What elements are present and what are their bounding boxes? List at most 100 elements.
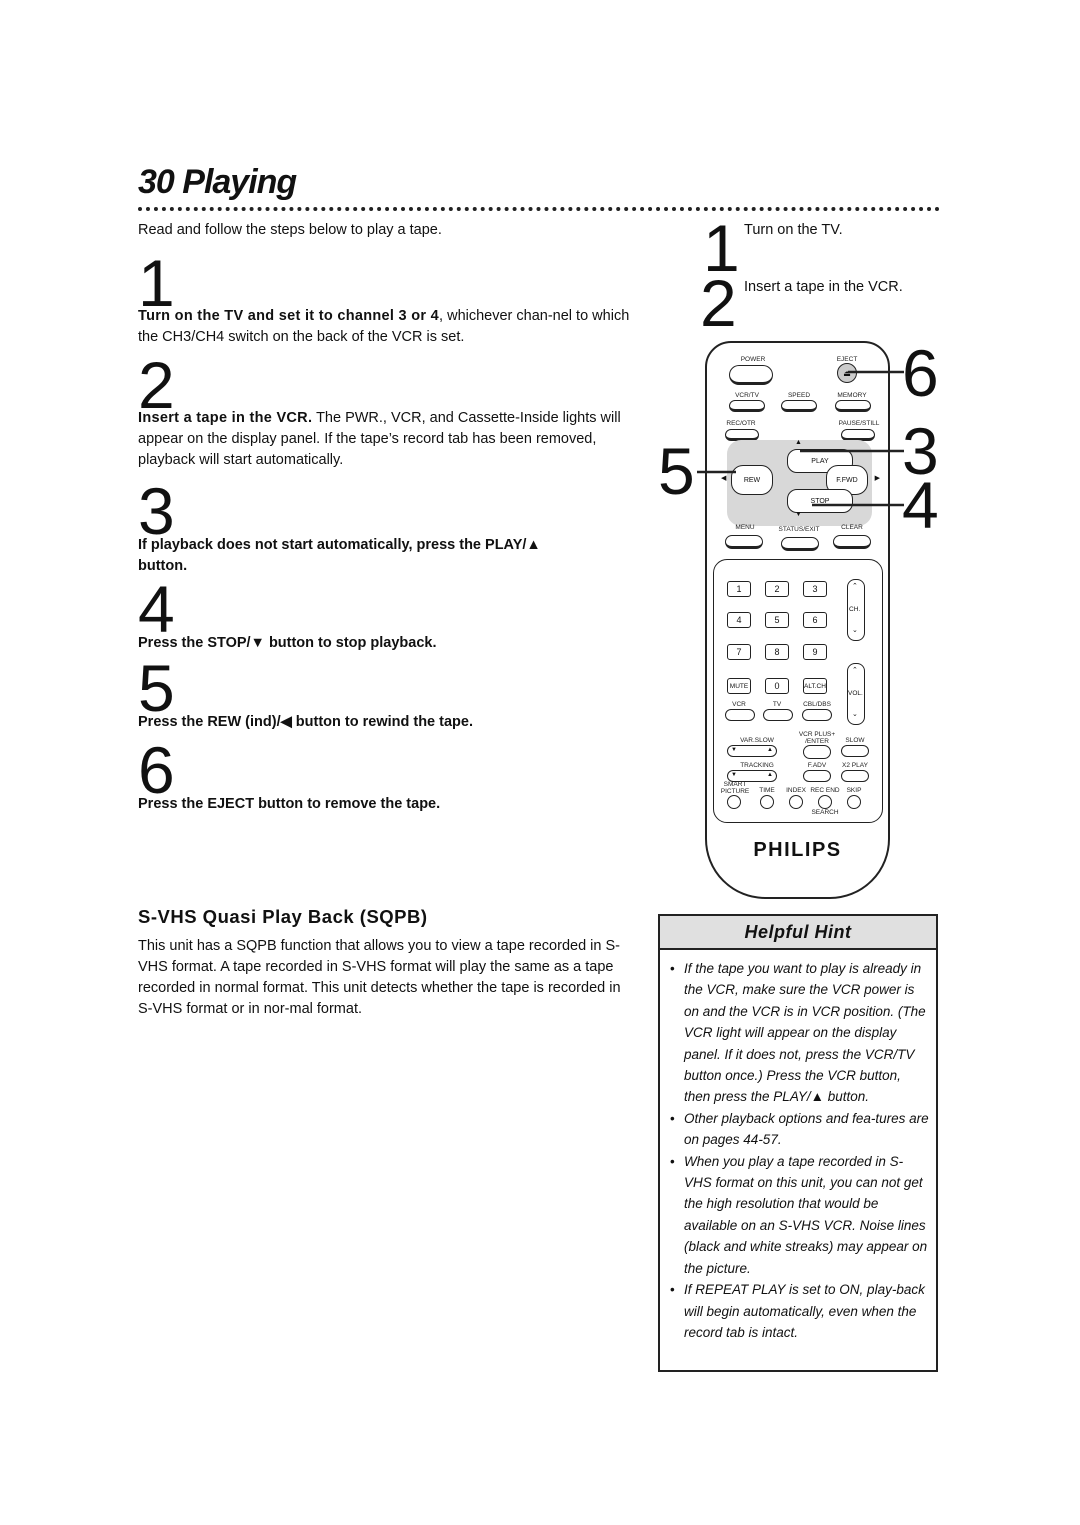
memory-button[interactable]: [835, 400, 871, 412]
chevron-down-icon: ⌄: [852, 711, 858, 718]
down-arrow-icon: ▼: [731, 747, 737, 753]
tracking-rocker[interactable]: ▼▲: [727, 770, 777, 782]
step-bold: Press the REW (ind)/◀ button to rewind t…: [138, 714, 473, 730]
play-label: PLAY: [811, 457, 829, 465]
power-label: POWER: [740, 356, 766, 363]
x2play-label: X2 PLAY: [842, 762, 868, 769]
menu-button[interactable]: [725, 535, 763, 549]
memory-label: MEMORY: [837, 392, 867, 399]
step-number: 6: [138, 733, 175, 807]
step-text: Insert a tape in the VCR. The PWR., VCR,…: [138, 408, 633, 471]
step-bold: Insert a tape in the VCR.: [138, 410, 313, 426]
digit-4-button[interactable]: 4: [727, 612, 751, 628]
index-label: INDEX: [786, 787, 806, 794]
tv-mode-button[interactable]: [763, 709, 793, 721]
smartpicture-label: SMART PICTURE: [720, 781, 750, 795]
digit-9-button[interactable]: 9: [803, 644, 827, 660]
callout-number: 5: [658, 434, 695, 508]
remote-control: POWER EJECT ⏏ VCR/TV SPEED MEMORY REC/OT…: [705, 341, 890, 899]
skip-label: SKIP: [846, 787, 862, 794]
cbldbs-button[interactable]: [802, 709, 832, 721]
step-number: 1: [138, 246, 175, 320]
left-arrow-icon: ◀: [721, 475, 727, 482]
rew-button[interactable]: REW: [731, 465, 773, 495]
recend-button[interactable]: [818, 795, 832, 809]
mute-button[interactable]: MUTE: [727, 678, 751, 694]
step-bold: Press the EJECT button to remove the tap…: [138, 796, 441, 812]
altch-button[interactable]: ALT.CH: [803, 678, 827, 694]
up-arrow-icon: ▲: [767, 772, 773, 778]
vcrtv-button[interactable]: [729, 400, 765, 412]
smartpicture-button[interactable]: [727, 795, 741, 809]
volume-rocker[interactable]: ⌃ VOL. ⌄: [847, 663, 865, 725]
up-arrow-icon: ▲: [767, 747, 773, 753]
fadv-label: F.ADV: [807, 762, 827, 769]
varslow-label: VAR.SLOW: [740, 737, 774, 744]
index-button[interactable]: [789, 795, 803, 809]
eject-label: EJECT: [836, 356, 858, 363]
digit-0-button[interactable]: 0: [765, 678, 789, 694]
speed-label: SPEED: [787, 392, 811, 399]
hint-list: If the tape you want to play is already …: [668, 958, 930, 1343]
time-button[interactable]: [760, 795, 774, 809]
recotr-label: REC/OTR: [726, 420, 756, 427]
vcrtv-label: VCR/TV: [735, 392, 759, 399]
clear-label: CLEAR: [841, 524, 863, 531]
x2play-button[interactable]: [841, 770, 869, 782]
power-button[interactable]: [729, 365, 773, 385]
intro-text: Read and follow the steps below to play …: [138, 222, 442, 238]
step-bold: If playback does not start automatically…: [138, 537, 541, 574]
step-number: 4: [138, 572, 175, 646]
digit-3-button[interactable]: 3: [803, 581, 827, 597]
pausestill-label: PAUSE/STILL: [838, 420, 880, 427]
digit-7-button[interactable]: 7: [727, 644, 751, 660]
vcrplus-label: VCR PLUS+ /ENTER: [798, 731, 836, 745]
chevron-up-icon: ⌃: [852, 583, 858, 590]
rew-label: REW: [743, 476, 761, 484]
down-arrow-icon: ▼: [731, 772, 737, 778]
varslow-rocker[interactable]: ▼▲: [727, 745, 777, 757]
statusexit-label: STATUS/EXIT: [778, 526, 820, 533]
vcrplus-enter-button[interactable]: [803, 745, 831, 759]
step-bold: Turn on the TV and set it to channel 3 o…: [138, 308, 440, 324]
up-arrow-icon: ▲: [795, 439, 802, 446]
pausestill-button[interactable]: [841, 429, 875, 441]
right-step-number: 1: [703, 211, 740, 285]
ch-label: CH.: [849, 606, 861, 613]
tracking-label: TRACKING: [740, 762, 774, 769]
fadv-button[interactable]: [803, 770, 831, 782]
stop-button[interactable]: STOP: [787, 489, 853, 513]
hint-title: Helpful Hint: [660, 916, 936, 950]
channel-rocker[interactable]: ⌃ CH. ⌄: [847, 579, 865, 641]
step-detail: , whichever chan-nel to which the CH3/CH…: [138, 308, 630, 345]
section-heading: S-VHS Quasi Play Back (SQPB): [138, 906, 428, 927]
cbldbs-label: CBL/DBS: [803, 701, 831, 708]
step-text: Turn on the TV and set it to channel 3 o…: [138, 306, 633, 348]
clear-button[interactable]: [833, 535, 871, 549]
hint-item: When you play a tape recorded in S-VHS f…: [668, 1151, 930, 1279]
step-number: 2: [138, 348, 175, 422]
vcr-mode-button[interactable]: [725, 709, 755, 721]
recotr-button[interactable]: [725, 429, 759, 441]
eject-icon: ⏏: [843, 368, 851, 378]
digit-2-button[interactable]: 2: [765, 581, 789, 597]
statusexit-button[interactable]: [781, 537, 819, 551]
digit-5-button[interactable]: 5: [765, 612, 789, 628]
digit-1-button[interactable]: 1: [727, 581, 751, 597]
hint-item: If REPEAT PLAY is set to ON, play-back w…: [668, 1279, 930, 1343]
hint-item: If the tape you want to play is already …: [668, 958, 930, 1108]
callout-number: 6: [902, 336, 939, 410]
digit-8-button[interactable]: 8: [765, 644, 789, 660]
skip-button[interactable]: [847, 795, 861, 809]
digit-6-button[interactable]: 6: [803, 612, 827, 628]
step-bold: Press the STOP/▼ button to stop playback…: [138, 635, 437, 651]
step-detail: The PWR., VCR, and Cassette-Inside light…: [138, 410, 621, 468]
right-step-number: 2: [700, 266, 737, 340]
slow-button[interactable]: [841, 745, 869, 757]
recend-label: REC END: [810, 787, 840, 794]
speed-button[interactable]: [781, 400, 817, 412]
navigation-pad: ▲ PLAY ◀ REW F.FWD ▶ STOP ▼: [721, 439, 880, 526]
time-label: TIME: [759, 787, 775, 794]
stop-label: STOP: [810, 497, 830, 505]
